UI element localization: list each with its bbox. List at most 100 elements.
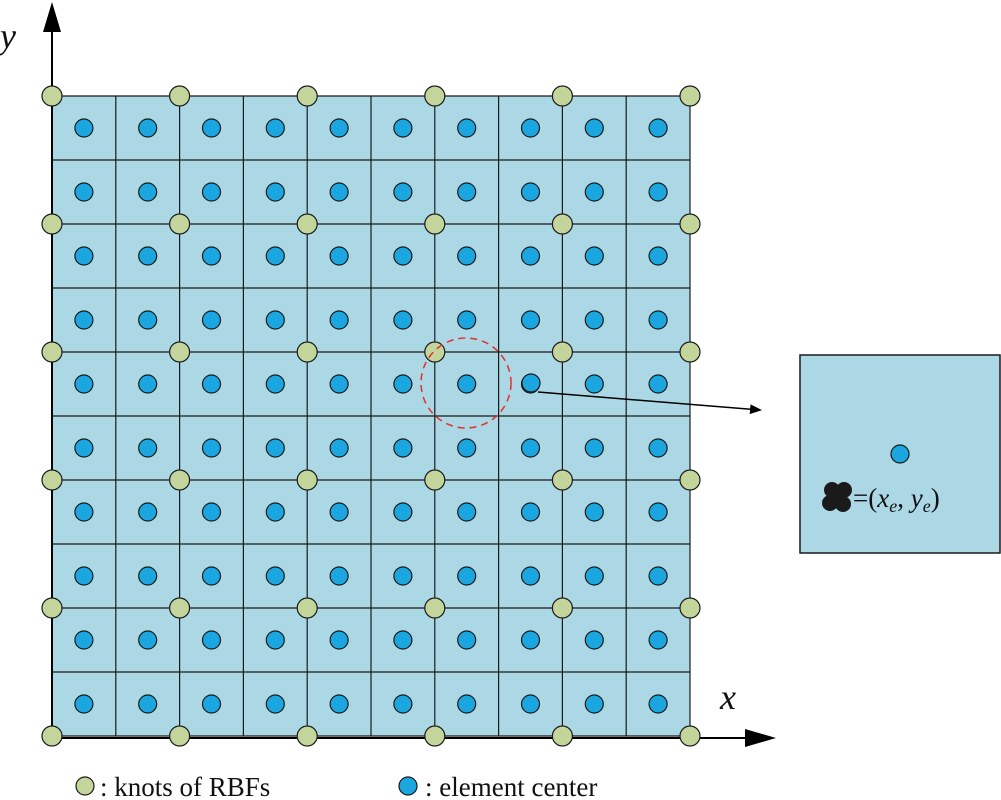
rbf-knot [169, 469, 191, 491]
element-center-dot [265, 310, 285, 330]
element-center-dot [138, 374, 158, 394]
element-center-dot [393, 118, 413, 138]
element-center-dot [584, 502, 604, 522]
element-center-dot [584, 182, 604, 202]
element-center-dot [329, 246, 349, 266]
element-center-dot [329, 502, 349, 522]
element-center-dot [74, 566, 94, 586]
element-center-dot [138, 502, 158, 522]
element-center-dot [138, 118, 158, 138]
rbf-knot [296, 341, 318, 363]
element-center-dot [584, 694, 604, 714]
element-center-dot [138, 246, 158, 266]
rbf-knot [41, 341, 63, 363]
element-center-dot [329, 118, 349, 138]
element-center-dot [265, 374, 285, 394]
rbf-knot [296, 469, 318, 491]
element-center-dot [520, 310, 541, 330]
element-center-dot [457, 310, 477, 330]
highlight-circle [420, 337, 512, 429]
element-center-dot [74, 118, 94, 138]
element-center-dot [201, 182, 222, 202]
element-mesh [51, 95, 691, 737]
element-center-dot [74, 630, 94, 650]
element-center-dot [648, 566, 668, 586]
element-center-dot [520, 118, 541, 138]
element-center-dot [393, 246, 413, 266]
element-center-dot [265, 566, 285, 586]
element-center-dot [584, 374, 604, 394]
inset-element: =(xe, ye) [799, 354, 1001, 554]
element-center-dot [329, 566, 349, 586]
element-center-dot [457, 502, 477, 522]
element-center-dot [584, 630, 604, 650]
rbf-knot [424, 213, 446, 235]
inset-symbol-blot [822, 482, 852, 512]
element-center-dot [520, 502, 541, 522]
rbf-knot [41, 213, 63, 235]
element-center-dot [329, 310, 349, 330]
element-center-dot [393, 438, 413, 458]
element-center-dot [393, 694, 413, 714]
rbf-knot [551, 213, 574, 235]
rbf-knot [296, 597, 318, 619]
legend-center-marker [398, 776, 418, 796]
element-center-dot [520, 694, 541, 714]
rbf-knot [551, 85, 574, 107]
rbf-knot [679, 213, 701, 235]
element-center-dot [329, 438, 349, 458]
element-center-dot [520, 246, 541, 266]
element-center-dot [74, 374, 94, 394]
rbf-knot [41, 597, 63, 619]
element-center-dot [201, 118, 222, 138]
element-center-dot [393, 566, 413, 586]
rbf-knot [424, 725, 446, 747]
x-axis-arrowhead [745, 729, 776, 747]
rbf-knot [169, 597, 191, 619]
element-center-dot [457, 118, 477, 138]
element-center-dot [138, 182, 158, 202]
element-center-dot [201, 246, 222, 266]
element-center-dot [265, 182, 285, 202]
rbf-knot [296, 213, 318, 235]
element-center-dot [584, 438, 604, 458]
element-center-dot [520, 182, 541, 202]
element-center-dot [201, 438, 222, 458]
legend: : knots of RBFs : element center [75, 772, 597, 800]
element-center-dot [138, 310, 158, 330]
element-center-dot [457, 374, 477, 394]
element-center-dot [138, 630, 158, 650]
rbf-knots [41, 85, 701, 747]
x-axis-label: x [719, 677, 736, 717]
element-center-dot [520, 566, 541, 586]
element-center-dot [265, 118, 285, 138]
element-center-dot [201, 630, 222, 650]
element-center-dot [201, 566, 222, 586]
element-center-dot [584, 118, 604, 138]
element-center-dot [648, 438, 668, 458]
element-center-dot [393, 502, 413, 522]
rbf-knot [424, 469, 446, 491]
element-center-dot [648, 374, 668, 394]
rbf-knot [41, 85, 63, 107]
y-axis-arrowhead [43, 2, 61, 32]
element-center-dot [74, 438, 94, 458]
element-center-dot [457, 566, 477, 586]
legend-center-label: : element center [425, 772, 597, 800]
element-center-dot [393, 630, 413, 650]
element-center-dot [393, 310, 413, 330]
element-center-dot [265, 694, 285, 714]
rbf-knot [296, 85, 318, 107]
element-center-dot [457, 630, 477, 650]
element-center-dot [201, 694, 222, 714]
element-center-dot [520, 630, 541, 650]
element-center-dot [74, 502, 94, 522]
element-center-dot [457, 246, 477, 266]
element-center-dot [201, 374, 222, 394]
element-center-dot [648, 246, 668, 266]
element-center-dot [584, 310, 604, 330]
rbf-knot [169, 213, 191, 235]
element-center-dot [457, 438, 477, 458]
element-center-dot [329, 374, 349, 394]
